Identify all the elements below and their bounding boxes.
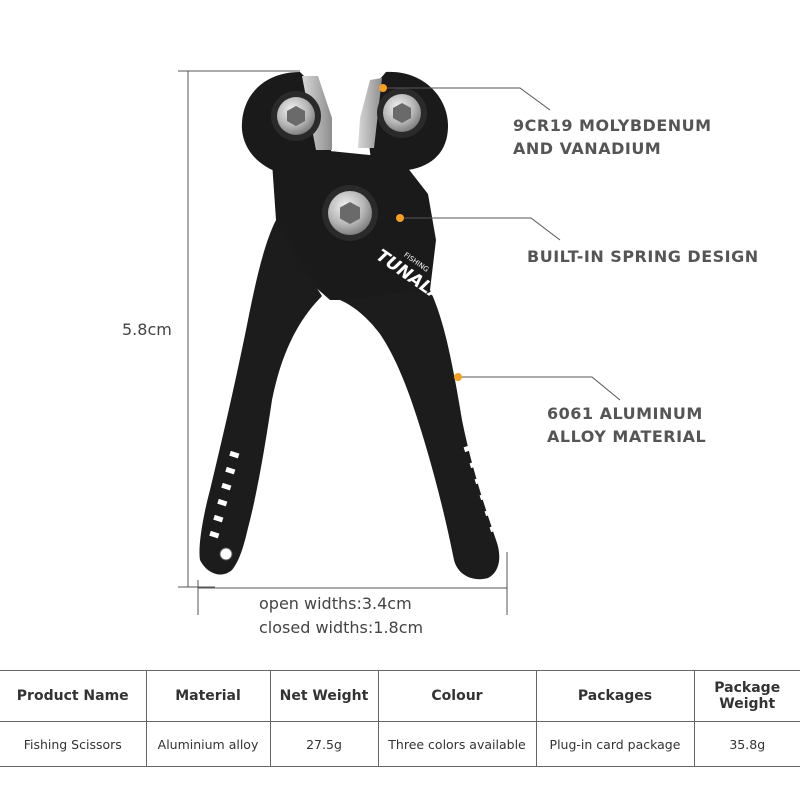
callout-dot-blade	[379, 84, 387, 92]
dimension-guides	[178, 70, 508, 615]
callout-blade-material: 9CR19 MOLYBDENUM AND VANADIUM	[513, 114, 712, 160]
cell-package-weight: 35.8g	[693, 721, 800, 767]
closed-width-label: closed widths:1.8cm	[259, 618, 424, 637]
cell-colour: Three colors available	[377, 721, 537, 767]
left-handle	[199, 220, 322, 575]
cell-net-weight: 27.5g	[269, 721, 379, 767]
right-handle	[340, 290, 500, 580]
leader-line-aluminum	[458, 376, 621, 401]
callout-dot-aluminum	[454, 373, 462, 381]
callout-dot-spring	[396, 214, 404, 222]
header-packages: Packages	[535, 670, 695, 722]
spec-table: Product Name Material Net Weight Colour …	[0, 670, 800, 767]
callout-spring-design: BUILT-IN SPRING DESIGN	[527, 245, 759, 268]
right-handle-grip-notches	[463, 444, 500, 533]
right-blade-insert	[358, 78, 382, 148]
callout-blade-line-2: AND VANADIUM	[513, 139, 662, 158]
pivot-screw	[322, 185, 378, 241]
right-jaw-screw	[377, 88, 427, 138]
callout-aluminum-line-2: ALLOY MATERIAL	[547, 427, 707, 446]
table-row: Fishing Scissors Aluminium alloy 27.5g T…	[0, 721, 800, 767]
lanyard-hole	[219, 547, 233, 561]
callout-dots	[379, 84, 462, 381]
left-handle-grip-notches	[209, 450, 240, 539]
header-package-weight: Package Weight	[693, 670, 800, 722]
spec-table-header-row: Product Name Material Net Weight Colour …	[0, 670, 800, 722]
leader-line-spring	[400, 217, 561, 241]
callout-aluminum-material: 6061 ALUMINUM ALLOY MATERIAL	[547, 402, 706, 448]
header-net-weight: Net Weight	[269, 670, 379, 722]
fishing-scissors-tool: TUNALA FISHING	[199, 71, 500, 580]
callout-spring-line-1: BUILT-IN SPRING DESIGN	[527, 247, 759, 266]
callout-aluminum-line-1: 6061 ALUMINUM	[547, 404, 703, 423]
cell-packages: Plug-in card package	[535, 721, 695, 767]
header-product-name: Product Name	[0, 670, 147, 722]
height-dimension-label: 5.8cm	[122, 320, 172, 339]
callout-blade-line-1: 9CR19 MOLYBDENUM	[513, 116, 712, 135]
callout-leaders	[383, 87, 621, 401]
open-width-label: open widths:3.4cm	[259, 594, 412, 613]
product-illustration: TUNALA FISHING	[178, 70, 621, 615]
header-material: Material	[145, 670, 271, 722]
cell-material: Aluminium alloy	[145, 721, 271, 767]
left-jaw-screw	[271, 91, 321, 141]
cell-product-name: Fishing Scissors	[0, 721, 147, 767]
header-colour: Colour	[377, 670, 537, 722]
leader-line-blade	[383, 87, 551, 111]
width-dimension-labels: open widths:3.4cm closed widths:1.8cm	[259, 592, 423, 640]
